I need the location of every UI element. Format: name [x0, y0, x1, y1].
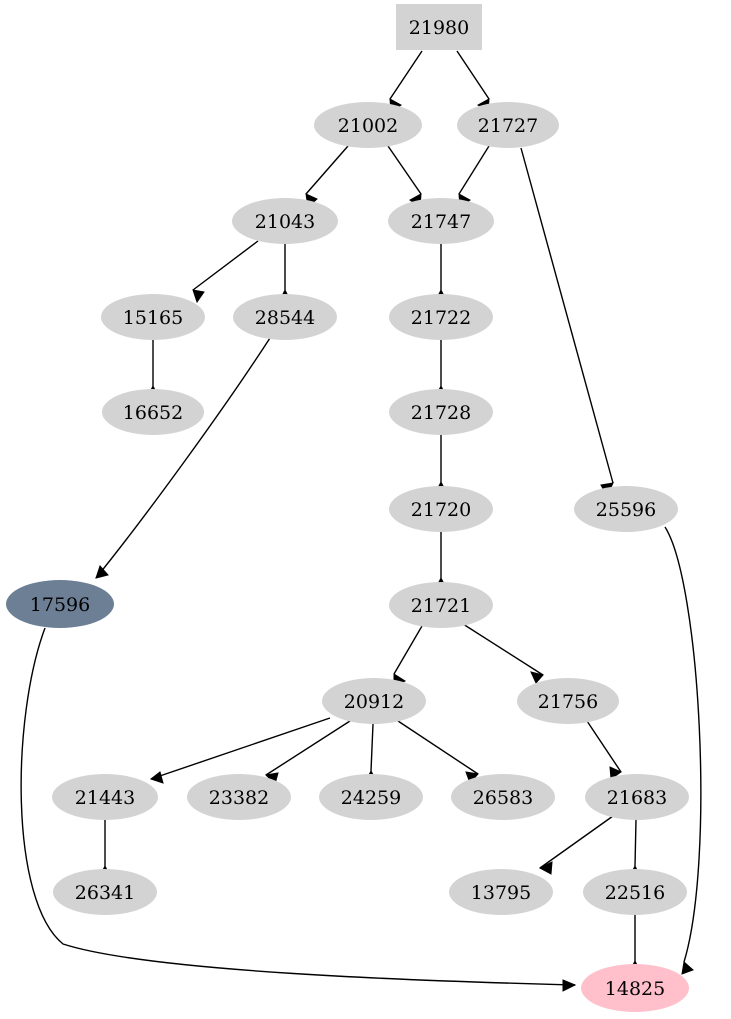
graph-node-21683[interactable]: 21683: [585, 774, 689, 820]
node-ellipse[interactable]: [583, 869, 687, 915]
arrowhead-icon: [562, 979, 577, 992]
arrowhead-icon: [538, 861, 553, 875]
edge-25596-to-14825: [664, 526, 702, 975]
graph-node-22516[interactable]: 22516: [583, 869, 687, 915]
node-ellipse[interactable]: [388, 198, 494, 244]
graph-node-24259[interactable]: 24259: [319, 774, 423, 820]
graph-node-21722[interactable]: 21722: [389, 294, 493, 340]
arrowhead-icon: [530, 671, 544, 684]
node-ellipse[interactable]: [389, 582, 493, 628]
graph-node-21043[interactable]: 21043: [232, 198, 338, 244]
edge-line: [150, 717, 331, 780]
graph-node-25596[interactable]: 25596: [574, 486, 678, 532]
node-ellipse[interactable]: [53, 869, 157, 915]
graph-node-13795[interactable]: 13795: [449, 869, 553, 915]
edge-line: [397, 720, 479, 775]
edge-line: [389, 50, 423, 100]
edge-21683-to-13795: [538, 815, 614, 875]
graph-node-21720[interactable]: 21720: [389, 486, 493, 532]
node-ellipse[interactable]: [449, 869, 553, 915]
node-ellipse[interactable]: [6, 580, 114, 628]
node-ellipse[interactable]: [52, 774, 158, 820]
node-ellipse[interactable]: [101, 294, 205, 340]
edge-21756-to-21683: [586, 720, 623, 780]
edge-line: [393, 625, 423, 675]
node-ellipse[interactable]: [389, 389, 493, 435]
graph-node-21728[interactable]: 21728: [389, 389, 493, 435]
graph-node-26341[interactable]: 26341: [53, 869, 157, 915]
edge-line: [664, 526, 702, 963]
edge-17596-to-14825: [20, 627, 577, 992]
edge-line: [370, 723, 374, 772]
edge-line: [95, 337, 271, 579]
node-ellipse[interactable]: [581, 964, 689, 1012]
arrowhead-icon: [95, 565, 109, 579]
node-ellipse[interactable]: [517, 678, 619, 724]
edge-line: [539, 815, 614, 869]
graph-node-15165[interactable]: 15165: [101, 294, 205, 340]
node-ellipse[interactable]: [319, 774, 423, 820]
graph-node-21756[interactable]: 21756: [517, 678, 619, 724]
graph-node-21443[interactable]: 21443: [52, 774, 158, 820]
graph-node-14825[interactable]: 14825: [581, 964, 689, 1012]
node-ellipse[interactable]: [233, 294, 337, 340]
edge-21043-to-15165: [192, 240, 259, 304]
node-ellipse[interactable]: [585, 774, 689, 820]
node-ellipse[interactable]: [574, 486, 678, 532]
edge-line: [458, 145, 490, 195]
graph-node-21980[interactable]: 21980: [396, 4, 482, 50]
edge-28544-to-17596: [95, 337, 271, 579]
node-ellipse[interactable]: [451, 774, 555, 820]
graph-node-16652[interactable]: 16652: [102, 389, 204, 435]
node-ellipse[interactable]: [389, 486, 493, 532]
graph-node-21747[interactable]: 21747: [388, 198, 494, 244]
graph-node-21727[interactable]: 21727: [457, 102, 559, 148]
node-ellipse[interactable]: [232, 198, 338, 244]
edge-line: [387, 145, 422, 195]
graph-node-20912[interactable]: 20912: [322, 678, 426, 724]
edge-line: [462, 623, 544, 676]
arrowhead-icon: [149, 771, 164, 784]
arrowhead-icon: [609, 766, 623, 780]
graph-node-28544[interactable]: 28544: [233, 294, 337, 340]
edge-21721-to-21756: [462, 623, 544, 684]
edge-20912-to-21443: [149, 717, 331, 784]
edge-line: [265, 720, 351, 776]
node-ellipse[interactable]: [389, 294, 493, 340]
node-ellipse[interactable]: [322, 678, 426, 724]
edge-line: [192, 240, 259, 291]
graph-node-21721[interactable]: 21721: [389, 582, 493, 628]
edge-line: [586, 720, 622, 773]
arrowhead-icon: [681, 961, 694, 975]
node-ellipse[interactable]: [457, 102, 559, 148]
graph-node-26583[interactable]: 26583: [451, 774, 555, 820]
node-rect[interactable]: [396, 4, 482, 50]
graph-node-23382[interactable]: 23382: [187, 774, 291, 820]
arrowhead-icon: [192, 289, 205, 304]
edge-line: [634, 819, 637, 867]
graph-node-21002[interactable]: 21002: [314, 102, 422, 148]
node-ellipse[interactable]: [187, 774, 291, 820]
node-ellipse[interactable]: [102, 389, 204, 435]
edge-line: [520, 147, 614, 484]
node-ellipse[interactable]: [314, 102, 422, 148]
edge-line: [305, 145, 349, 195]
graph-node-17596[interactable]: 17596: [6, 580, 114, 628]
edge-line: [20, 627, 576, 986]
edge-line: [456, 50, 490, 100]
